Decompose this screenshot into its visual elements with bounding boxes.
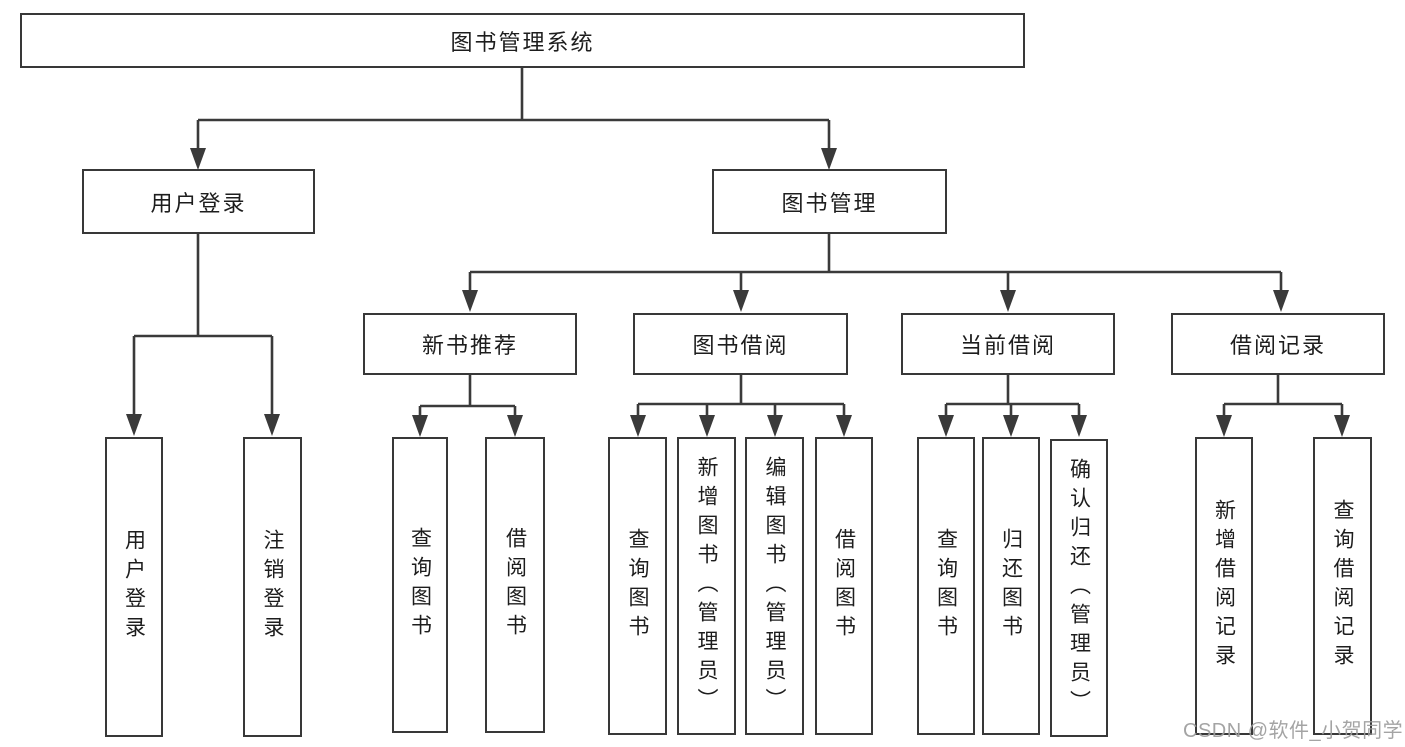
csdn-watermark: CSDN @软件_小贺同学 [1183,720,1404,742]
node-new-book-recommendation: 新书推荐 [363,313,577,375]
leaf-add-book-admin: 新增图书（管理员） [677,437,736,735]
leaf-add-borrow-record: 新增借阅记录 [1195,437,1253,735]
leaf-edit-book-admin: 编辑图书（管理员） [745,437,804,735]
node-library-system: 图书管理系统 [20,13,1025,68]
arrowheads [126,148,1350,437]
leaf-confirm-return-admin: 确认归还（管理员） [1050,439,1108,737]
leaf-query-books-current: 查询图书 [917,437,975,735]
leaf-query-books-borrowing: 查询图书 [608,437,667,735]
leaf-borrow-books-recommend: 借阅图书 [485,437,545,733]
node-user-login: 用户登录 [82,169,315,234]
leaf-user-login: 用户登录 [105,437,163,737]
node-book-management: 图书管理 [712,169,947,234]
leaf-query-books-recommend: 查询图书 [392,437,448,733]
node-current-borrowing: 当前借阅 [901,313,1115,375]
leaf-query-borrow-record: 查询借阅记录 [1313,437,1372,735]
leaf-return-books: 归还图书 [982,437,1040,735]
node-book-borrowing: 图书借阅 [633,313,848,375]
leaf-borrow-books-borrowing: 借阅图书 [815,437,873,735]
node-borrowing-records: 借阅记录 [1171,313,1385,375]
leaf-logout-login: 注销登录 [243,437,302,737]
